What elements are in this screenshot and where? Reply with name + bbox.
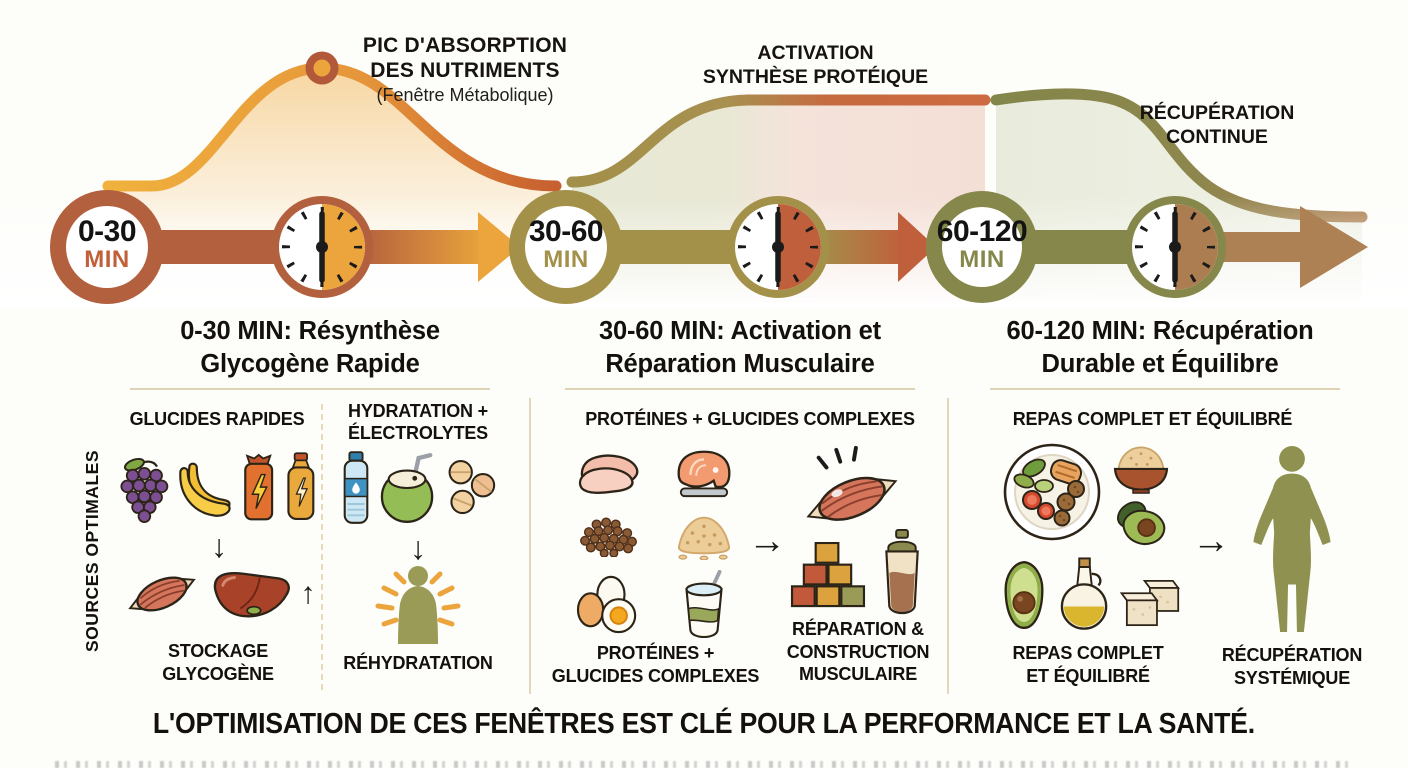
clock-icon-phase2 bbox=[727, 196, 829, 298]
recovery-label: RÉCUPÉRATION CONTINUE bbox=[1139, 102, 1295, 148]
cropped-text-strip bbox=[55, 761, 1353, 768]
muscle-flex-icon bbox=[806, 445, 898, 521]
muscle-icon bbox=[127, 576, 196, 612]
phase2-ring bbox=[509, 190, 623, 304]
repas-food-label: REPAS COMPLET ET ÉQUILIBRÉ bbox=[1012, 643, 1164, 686]
phase2-range-badge: 30-60 MIN bbox=[501, 215, 631, 273]
rice-bowl-icon bbox=[1113, 446, 1169, 494]
salmon-icon bbox=[677, 450, 730, 498]
absorption-sublabel: (Fenêtre Métabolique) bbox=[376, 84, 554, 105]
glucides-header: GLUCIDES RAPIDES bbox=[129, 409, 305, 429]
absorption-label-text: PIC D'ABSORPTION DES NUTRIMENTS bbox=[362, 34, 568, 82]
phase1-title: 0-30 MIN: Résynthèse Glycogène Rapide bbox=[180, 317, 440, 379]
eggs-icon bbox=[576, 575, 636, 634]
divider-dashed bbox=[321, 404, 323, 690]
sources-axis-label: SOURCES OPTIMALES bbox=[82, 450, 102, 652]
arrow-head-terracotta bbox=[898, 212, 936, 282]
phase2-title: 30-60 MIN: Activation et Réparation Musc… bbox=[599, 317, 881, 379]
banana-icon bbox=[179, 462, 231, 517]
phase1-underline bbox=[130, 388, 490, 390]
phase3-range: 60-120 bbox=[936, 215, 1028, 248]
shaker-icon bbox=[885, 528, 919, 615]
glucides-result-icons: ↑ bbox=[118, 562, 320, 626]
timeline-curves-graphic bbox=[0, 51, 1408, 308]
repas-result-icons bbox=[1242, 442, 1342, 638]
clock-icon-phase1 bbox=[271, 196, 373, 298]
footer-headline-text: L'OPTIMISATION DE CES FENÊTRES EST CLÉ P… bbox=[153, 708, 1255, 740]
hydratation-food-icons bbox=[332, 450, 504, 526]
tofu-icon bbox=[1119, 579, 1180, 627]
lentils-icon bbox=[579, 517, 637, 557]
phase1-range: 0-30 bbox=[77, 215, 137, 248]
phase1-ring bbox=[50, 190, 164, 304]
body-silhouette-icon bbox=[1253, 445, 1331, 633]
water-bottle-icon bbox=[343, 451, 369, 524]
phase3-underline bbox=[990, 388, 1340, 390]
phase3-range-badge: 60-120 MIN bbox=[917, 215, 1047, 273]
phase3-unit: MIN bbox=[959, 245, 1005, 273]
repas-result-label: RÉCUPÉRATION SYSTÉMIQUE bbox=[1221, 645, 1363, 688]
electrolyte-pills-icon bbox=[448, 460, 496, 515]
proteines-result-icons bbox=[788, 442, 943, 615]
right-arrow-icon: → bbox=[748, 520, 786, 562]
divider-left bbox=[529, 398, 531, 694]
footer-headline: L'OPTIMISATION DE CES FENÊTRES EST CLÉ P… bbox=[0, 708, 1408, 741]
peak-marker-icon bbox=[305, 51, 339, 85]
avocado-icon bbox=[1117, 501, 1166, 546]
sport-drink-icon bbox=[287, 452, 315, 521]
clock-icon-phase3 bbox=[1124, 196, 1226, 298]
chicken-icon bbox=[578, 454, 638, 494]
right-arrow-icon: → bbox=[1192, 520, 1230, 562]
phase1-range-badge: 0-30 MIN bbox=[42, 215, 172, 273]
phase2-range: 30-60 bbox=[528, 215, 604, 248]
hydratation-result-label: RÉHYDRATATION bbox=[343, 653, 493, 673]
down-arrow-icon: ↓ bbox=[211, 528, 227, 564]
hydratation-header: HYDRATATION + ÉLECTROLYTES bbox=[348, 401, 488, 443]
up-arrow-icon: ↑ bbox=[300, 577, 316, 610]
timeline-bars bbox=[148, 206, 1368, 288]
divider-right bbox=[947, 398, 949, 694]
repas-food-icons bbox=[988, 442, 1188, 632]
coconut-icon bbox=[380, 453, 434, 523]
glucides-result-label: STOCKAGE GLYCOGÈNE bbox=[162, 641, 274, 684]
proteines-food-label: PROTÉINES + GLUCIDES COMPLEXES bbox=[551, 643, 760, 686]
proteines-food-icons bbox=[566, 444, 746, 638]
olive-oil-icon bbox=[1060, 557, 1108, 630]
rice-icon bbox=[677, 516, 730, 560]
phase3-ring bbox=[926, 191, 1038, 303]
repas-header: REPAS COMPLET ET ÉQUILIBRÉ bbox=[1012, 409, 1293, 429]
arrow-head-tan bbox=[1300, 206, 1368, 288]
meal-plate-icon bbox=[1003, 443, 1101, 541]
phase2-underline bbox=[565, 388, 915, 390]
proteines-header: PROTÉINES + GLUCIDES COMPLEXES bbox=[585, 409, 915, 429]
yogurt-icon bbox=[684, 570, 723, 638]
hydratation-result-icons bbox=[332, 560, 504, 646]
avocado-half-icon bbox=[1004, 561, 1044, 629]
synthesis-label: ACTIVATION SYNTHÈSE PROTÉIQUE bbox=[702, 42, 929, 88]
arrow-head-amber bbox=[478, 212, 520, 282]
down-arrow-icon: ↓ bbox=[410, 530, 426, 566]
absorption-label: PIC D'ABSORPTION DES NUTRIMENTS (Fenêtre… bbox=[330, 34, 600, 106]
proteines-result-label: RÉPARATION & CONSTRUCTION MUSCULAIRE bbox=[786, 619, 930, 684]
energy-gel-icon bbox=[244, 453, 274, 521]
phase1-unit: MIN bbox=[84, 245, 130, 273]
phase3-title: 60-120 MIN: Récupération Durable et Équi… bbox=[1006, 317, 1314, 379]
liver-icon bbox=[213, 572, 290, 618]
blocks-icon bbox=[790, 542, 866, 608]
glucides-food-icons bbox=[120, 448, 318, 526]
phase2-unit: MIN bbox=[543, 245, 589, 273]
body-rays-icon bbox=[375, 566, 461, 644]
grapes-icon bbox=[120, 457, 169, 523]
